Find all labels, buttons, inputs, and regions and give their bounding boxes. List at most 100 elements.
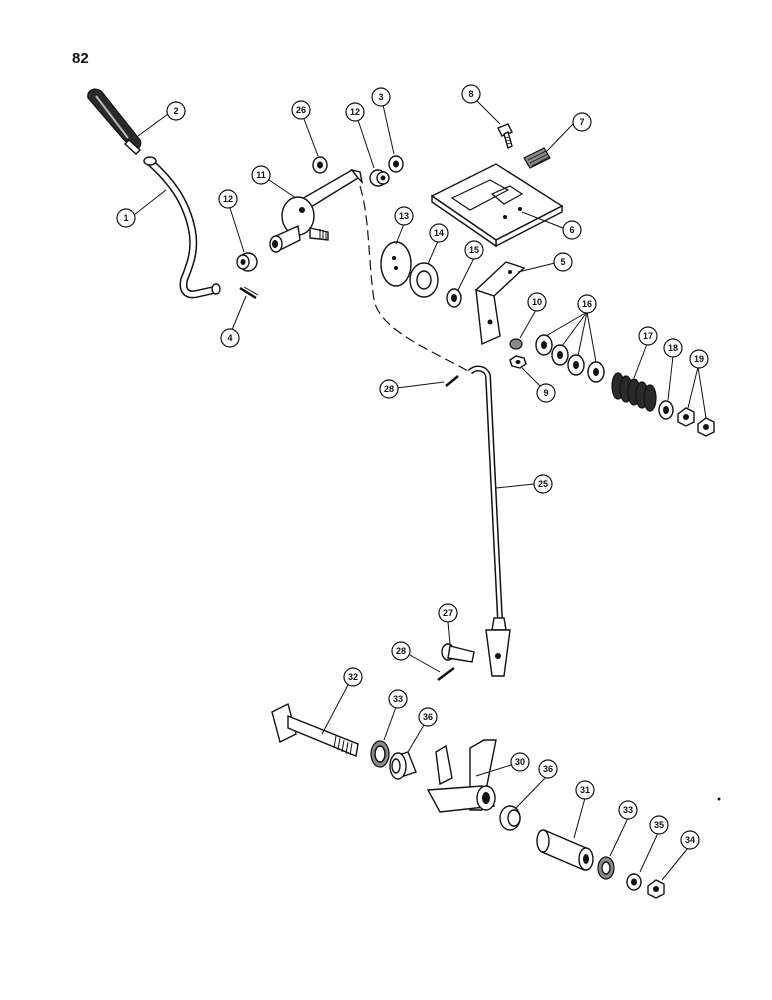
svg-text:28: 28 <box>384 384 394 394</box>
cotter-pin-part-2 <box>445 375 459 387</box>
callout-31: 31 <box>575 780 595 800</box>
svg-text:15: 15 <box>469 245 479 255</box>
svg-text:32: 32 <box>348 672 358 682</box>
callout-28-lower: 28 <box>391 641 411 661</box>
callout-1: 1 <box>116 208 136 228</box>
svg-text:8: 8 <box>468 89 473 99</box>
disc-part <box>380 241 412 287</box>
svg-text:34: 34 <box>685 835 695 845</box>
spring-part <box>611 372 657 412</box>
nut-part-5 <box>647 879 665 899</box>
svg-text:10: 10 <box>532 297 542 307</box>
callout-2: 2 <box>166 101 186 121</box>
svg-text:30: 30 <box>515 757 525 767</box>
control-rod-part <box>467 365 511 677</box>
nut-set-part <box>677 407 715 437</box>
nut-part <box>312 156 328 174</box>
callout-14: 14 <box>429 223 449 243</box>
svg-text:19: 19 <box>694 354 704 364</box>
callout-15: 15 <box>464 240 484 260</box>
callout-16: 16 <box>577 294 597 314</box>
svg-text:27: 27 <box>443 608 453 618</box>
lock-washer-part <box>626 873 642 891</box>
callout-4: 4 <box>220 328 240 348</box>
callout-7: 7 <box>572 112 592 132</box>
page-number: 82 <box>72 50 89 67</box>
washer-part-3 <box>658 400 674 420</box>
nut-part-4 <box>509 355 527 369</box>
svg-text:7: 7 <box>579 117 584 127</box>
knob-part <box>87 88 142 155</box>
svg-text:18: 18 <box>668 343 678 353</box>
svg-text:17: 17 <box>643 331 653 341</box>
svg-text:12: 12 <box>223 194 233 204</box>
shift-arm-part <box>269 168 364 253</box>
svg-text:35: 35 <box>654 820 664 830</box>
callout-33-upper: 33 <box>388 689 408 709</box>
lever-rod-part <box>143 156 221 299</box>
svg-text:13: 13 <box>399 211 409 221</box>
callout-12-right: 12 <box>345 102 365 122</box>
svg-text:6: 6 <box>569 225 574 235</box>
svg-text:9: 9 <box>543 388 548 398</box>
nut-part-3 <box>509 338 523 350</box>
svg-text:12: 12 <box>350 107 360 117</box>
callout-8: 8 <box>461 84 481 104</box>
pedal-bolt-part <box>271 702 359 757</box>
callout-11: 11 <box>251 165 271 185</box>
set-screw-part <box>523 147 551 169</box>
svg-text:1: 1 <box>123 213 128 223</box>
callout-28-upper: 28 <box>379 379 399 399</box>
clevis-pin-part <box>441 643 475 663</box>
svg-text:2: 2 <box>173 106 178 116</box>
washer-part <box>409 262 439 298</box>
bushing-part-3 <box>389 751 417 780</box>
leader-lines <box>133 100 707 881</box>
svg-text:16: 16 <box>582 299 592 309</box>
callout-36-upper: 36 <box>418 707 438 727</box>
callout-13: 13 <box>394 206 414 226</box>
cotter-pin-part <box>239 286 259 300</box>
svg-text:25: 25 <box>538 479 548 489</box>
svg-text:36: 36 <box>543 764 553 774</box>
bushing-part <box>236 252 258 272</box>
cotter-pin-part-3 <box>437 667 455 681</box>
callout-27: 27 <box>438 603 458 623</box>
callout-10: 10 <box>527 292 547 312</box>
svg-text:11: 11 <box>256 170 266 180</box>
shift-plate-part <box>430 163 564 248</box>
callout-12-left: 12 <box>218 189 238 209</box>
svg-text:26: 26 <box>296 105 306 115</box>
callout-3: 3 <box>371 87 391 107</box>
scan-speck <box>717 797 721 801</box>
washer-part-4 <box>370 740 390 768</box>
callout-34: 34 <box>680 830 700 850</box>
callout-19: 19 <box>689 349 709 369</box>
callout-30: 30 <box>510 752 530 772</box>
bushing-part-2 <box>369 169 390 187</box>
svg-text:28: 28 <box>396 646 406 656</box>
callout-36-lower: 36 <box>538 759 558 779</box>
sleeve-part <box>536 828 594 872</box>
callout-9: 9 <box>536 383 556 403</box>
callout-25: 25 <box>533 474 553 494</box>
callout-35: 35 <box>649 815 669 835</box>
callout-17: 17 <box>638 326 658 346</box>
washer-part-5 <box>597 856 615 880</box>
svg-text:5: 5 <box>560 257 565 267</box>
callout-18: 18 <box>663 338 683 358</box>
svg-text:33: 33 <box>393 694 403 704</box>
callout-5: 5 <box>553 252 573 272</box>
svg-text:31: 31 <box>580 785 590 795</box>
bushing-part-4 <box>499 805 521 831</box>
washer-set-part <box>535 334 605 383</box>
callout-32: 32 <box>343 667 363 687</box>
svg-text:3: 3 <box>378 92 383 102</box>
svg-text:4: 4 <box>227 333 232 343</box>
nut-part-2 <box>388 155 404 173</box>
bolt-part <box>497 123 513 150</box>
svg-text:36: 36 <box>423 712 433 722</box>
pedal-lever-part <box>426 739 497 813</box>
bracket-part <box>474 261 526 346</box>
